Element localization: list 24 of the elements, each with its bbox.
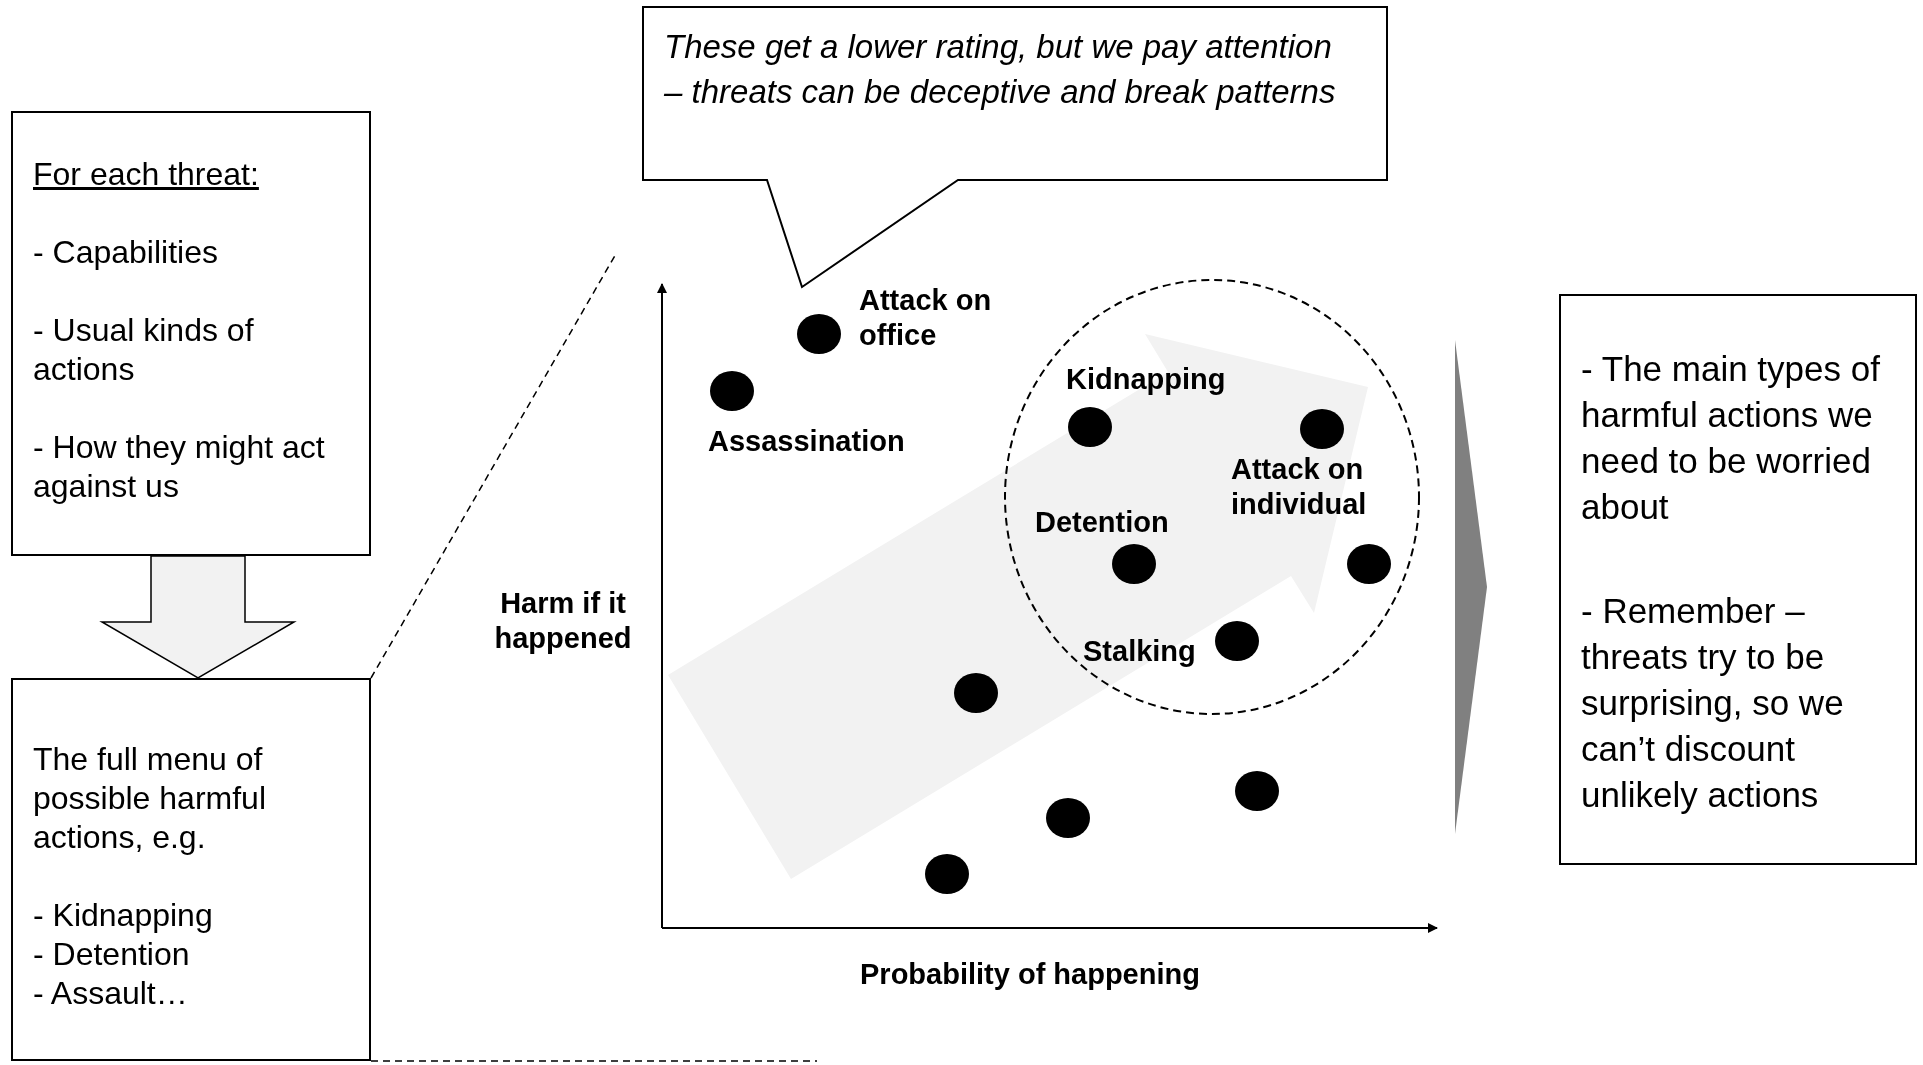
box-text: - Remember – threats try to be surprising, so we can’t discount unlikely actions — [1581, 590, 1845, 816]
list-item: - Kidnapping — [33, 896, 213, 935]
list-item: - How they might act against us — [33, 428, 326, 506]
point-label: Detention — [1035, 505, 1169, 540]
text-box — [11, 678, 371, 1061]
list-item: - Assault… — [33, 974, 188, 1013]
block-arrow — [99, 555, 297, 679]
list-item: - Detention — [33, 935, 190, 974]
point-label: Stalking — [1083, 634, 1196, 669]
text-box — [1559, 294, 1917, 865]
point-label: Assassination — [708, 424, 905, 459]
box-heading: For each threat: — [33, 155, 259, 194]
axis-label: Probability of happening — [860, 957, 1200, 992]
box-text: - The main types of harmful actions we need to be worried about — [1581, 348, 1881, 528]
speech-bubble — [642, 6, 1388, 289]
callout-text: These get a lower rating, but we pay attention – threats can be deceptive and break patterns — [664, 27, 1337, 112]
box-text: The full menu of possible harmful actions, e.g. — [33, 740, 267, 857]
point-label: Attack on individual — [1231, 452, 1368, 522]
axis-label: Harm if it happened — [493, 586, 633, 656]
point-label: Attack on office — [859, 283, 993, 353]
text-box — [11, 111, 371, 556]
list-item: - Capabilities — [33, 233, 218, 272]
list-item: - Usual kinds of actions — [33, 311, 255, 389]
point-label: Kidnapping — [1066, 362, 1226, 397]
